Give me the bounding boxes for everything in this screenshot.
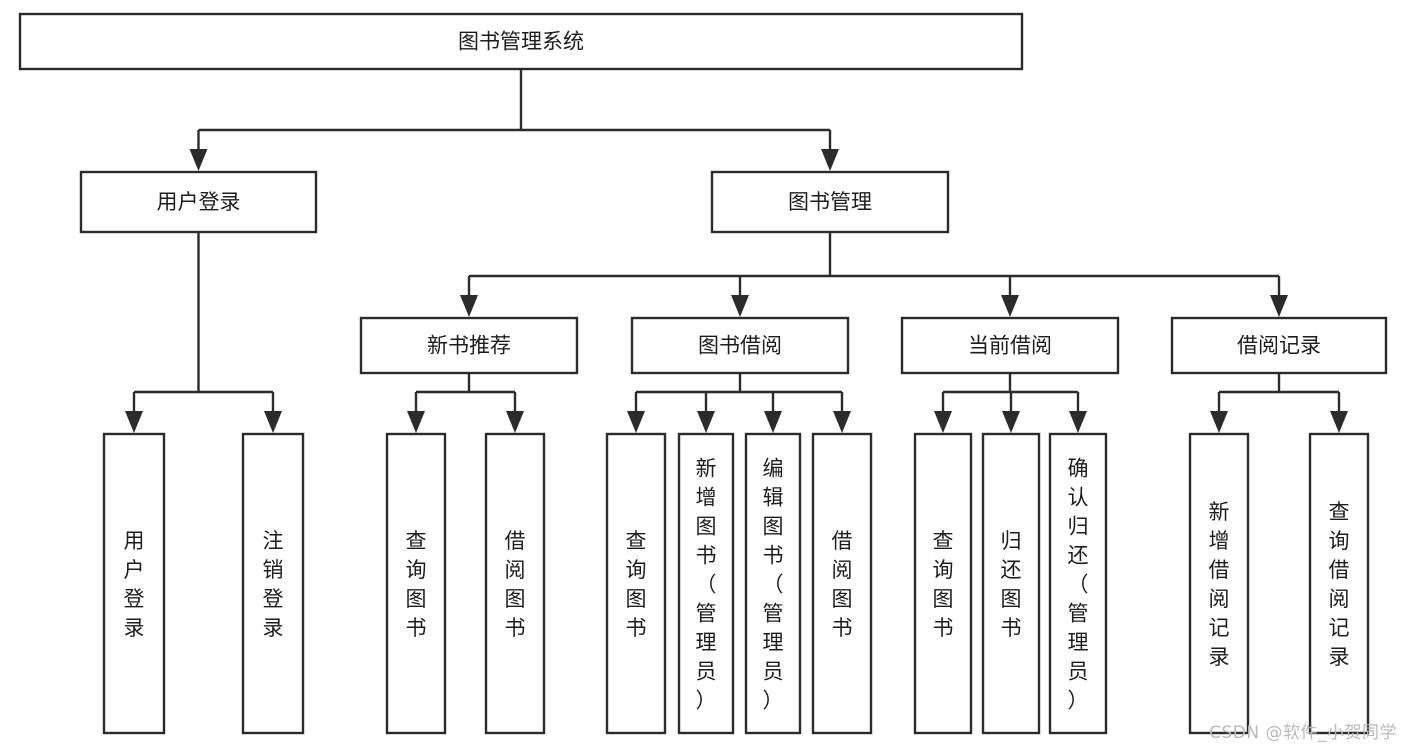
node-label: 借阅记录 [1237,334,1321,358]
node-label: 用户登录 [124,529,145,640]
node-label: 编辑图书（管理员） [763,457,784,713]
node-label: 查询图书 [933,529,954,640]
node-root[interactable]: 图书管理系统 [18,12,1024,71]
node-leaf-add-record[interactable]: 新增借阅记录 [1188,432,1250,735]
node-label: 新书推荐 [427,334,511,358]
node-leaf-return-book[interactable]: 归还图书 [981,432,1041,735]
edges-layer [125,69,1348,433]
node-label: 新增图书（管理员） [696,457,717,713]
node-label: 图书管理系统 [458,30,584,54]
edge-group-book_borrow [627,373,851,433]
node-label: 新增借阅记录 [1209,500,1230,669]
edge-group-borrow_record [1210,373,1348,433]
node-current-borrow[interactable]: 当前借阅 [900,316,1120,375]
edge-group-book_mgmt [460,232,1288,317]
node-borrow-record[interactable]: 借阅记录 [1170,316,1388,375]
node-leaf-user-login[interactable]: 用户登录 [102,432,166,735]
node-label: 借阅图书 [832,529,853,640]
csdn-watermark: CSDN @软件_小贺同学 [1209,723,1397,743]
node-label: 借阅图书 [505,529,526,640]
node-label: 图书管理 [788,190,872,214]
node-book-borrow[interactable]: 图书借阅 [630,316,850,375]
node-label: 注销登录 [263,529,284,640]
node-label: 确认归还（管理员） [1068,457,1089,713]
edge-group-root [189,69,839,171]
nodes-layer: 图书管理系统用户登录图书管理新书推荐图书借阅当前借阅借阅记录用户登录注销登录查询… [18,12,1388,735]
node-leaf-query-book-3[interactable]: 查询图书 [913,432,973,735]
node-label: 用户登录 [157,190,241,214]
node-leaf-borrow-book-2[interactable]: 借阅图书 [811,432,873,735]
node-label: 归还图书 [1001,529,1022,640]
node-user-login[interactable]: 用户登录 [79,170,318,234]
edge-group-user_login [125,232,282,433]
node-leaf-add-book[interactable]: 新增图书（管理员） [677,432,735,735]
node-leaf-query-book-1[interactable]: 查询图书 [385,432,447,735]
node-leaf-confirm-return[interactable]: 确认归还（管理员） [1048,432,1108,735]
node-new-book-rec[interactable]: 新书推荐 [359,316,579,375]
node-leaf-logout[interactable]: 注销登录 [241,432,305,735]
node-label: 查询借阅记录 [1329,500,1350,669]
node-book-mgmt[interactable]: 图书管理 [710,170,950,234]
node-leaf-query-book-2[interactable]: 查询图书 [605,432,667,735]
node-label: 查询图书 [406,529,427,640]
node-leaf-borrow-book-1[interactable]: 借阅图书 [484,432,546,735]
node-leaf-query-record[interactable]: 查询借阅记录 [1308,432,1370,735]
edge-group-current_borrow [934,373,1087,433]
node-label: 图书借阅 [698,334,782,358]
node-label: 查询图书 [626,529,647,640]
edge-group-new_book_rec [407,373,524,433]
node-leaf-edit-book[interactable]: 编辑图书（管理员） [744,432,802,735]
node-label: 当前借阅 [968,334,1052,358]
